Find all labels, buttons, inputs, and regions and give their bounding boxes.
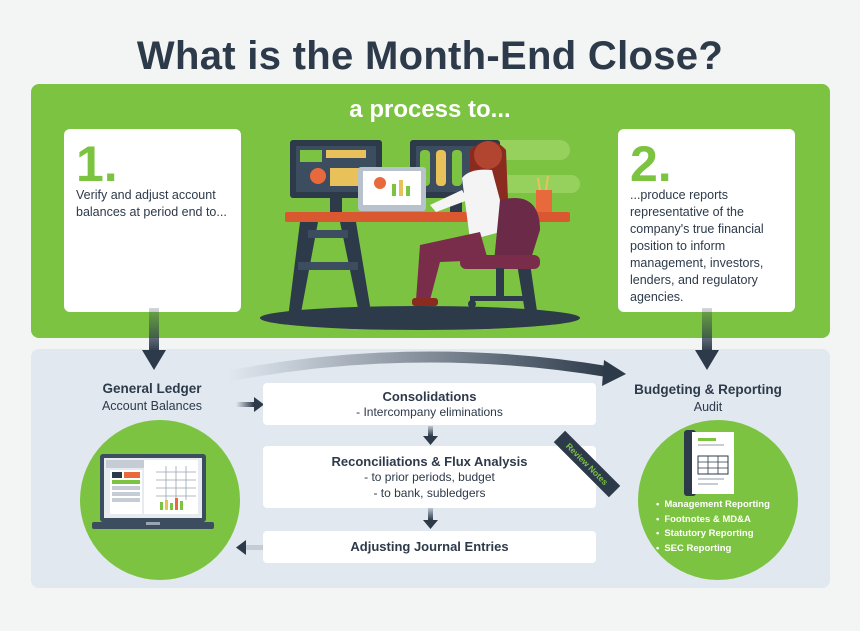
consolidations-step: Consolidations - Intercompany eliminatio… <box>263 383 596 425</box>
report-bullet: Management Reporting <box>656 498 770 513</box>
reconciliations-line-1: - to prior periods, budget <box>364 470 495 484</box>
reconciliations-title: Reconciliations & Flux Analysis <box>331 454 528 469</box>
step-two-card: 2. ...produce reports representative of … <box>618 129 795 312</box>
step-one-card: 1. Verify and adjust account balances at… <box>64 129 241 312</box>
adjusting-entries-title: Adjusting Journal Entries <box>350 539 509 554</box>
down-arrow-icon <box>695 308 719 370</box>
down-arrow-icon <box>423 426 438 445</box>
step-two-text: ...produce reports representative of the… <box>630 188 764 304</box>
down-arrow-icon <box>142 308 166 370</box>
page-title: What is the Month-End Close? <box>136 34 724 78</box>
reconciliations-step: Reconciliations & Flux Analysis - to pri… <box>263 446 596 508</box>
budgeting-reporting-title: Budgeting & Reporting <box>634 382 782 397</box>
general-ledger-subtitle: Account Balances <box>101 399 203 413</box>
step-one-text: Verify and adjust account balances at pe… <box>76 188 227 219</box>
right-arrow-icon <box>236 397 264 412</box>
curved-arrow-icon <box>226 351 626 386</box>
step-one-number: 1. <box>76 136 118 192</box>
budgeting-reporting-subtitle: Audit <box>693 400 723 414</box>
left-arrow-icon <box>236 540 264 555</box>
consolidations-line: - Intercompany eliminations <box>356 405 503 419</box>
report-bullet: SEC Reporting <box>656 542 770 557</box>
general-ledger-title: General Ledger <box>102 381 202 396</box>
reconciliations-line-2: - to bank, subledgers <box>373 486 486 500</box>
report-bullet: Statutory Reporting <box>656 527 770 542</box>
step-two-number: 2. <box>630 136 672 192</box>
report-bullet: Footnotes & MD&A <box>656 513 770 528</box>
adjusting-entries-step: Adjusting Journal Entries <box>263 531 596 563</box>
consolidations-title: Consolidations <box>382 389 477 404</box>
report-bullet-list: Management Reporting Footnotes & MD&A St… <box>656 498 770 556</box>
down-arrow-icon <box>423 508 438 529</box>
process-label: a process to... <box>349 96 511 123</box>
